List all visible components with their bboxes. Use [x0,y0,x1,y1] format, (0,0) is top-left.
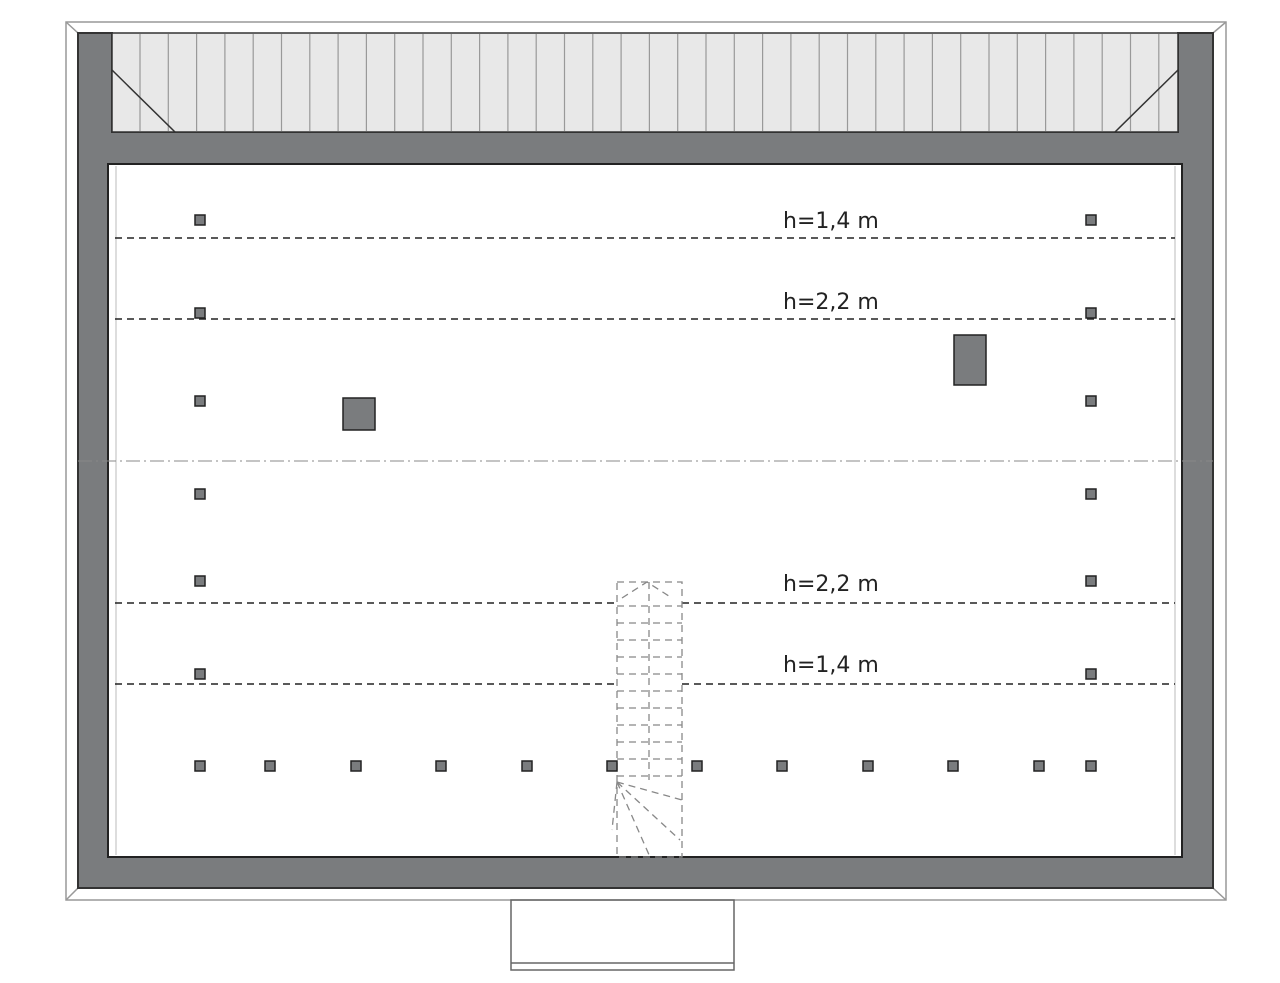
attic-floor [107,163,1183,858]
chimney-left [342,397,376,431]
roof-post [435,760,447,772]
height-label: h=1,4 m [783,653,879,678]
roof-post [1085,214,1097,226]
entrance-canopy [510,899,735,971]
roof-post [521,760,533,772]
roof-post [691,760,703,772]
staircase [611,581,683,858]
height-label: h=2,2 m [783,290,879,315]
chimney-right [953,334,987,386]
roof-post [194,668,206,680]
roof-post [194,395,206,407]
roof-post [862,760,874,772]
roof-post [194,760,206,772]
roof-post [1033,760,1045,772]
roof-post [194,575,206,587]
roof-post [350,760,362,772]
posts [194,214,1097,772]
height-label: h=1,4 m [783,209,879,234]
roof-post [1085,488,1097,500]
roof-post [947,760,959,772]
roof-post [776,760,788,772]
balcony-diagonal-right [1114,69,1179,133]
roof-post [606,760,618,772]
roof-post [264,760,276,772]
balcony-diagonal-left [111,69,176,133]
roof-post [1085,760,1097,772]
height-lines [115,237,1175,685]
roof-post [1085,395,1097,407]
roof-post [194,307,206,319]
height-label: h=2,2 m [783,572,879,597]
balcony [111,32,1179,133]
roof-post [1085,575,1097,587]
roof-post [1085,668,1097,680]
roof-post [194,214,206,226]
roof-post [1085,307,1097,319]
roof-post [194,488,206,500]
